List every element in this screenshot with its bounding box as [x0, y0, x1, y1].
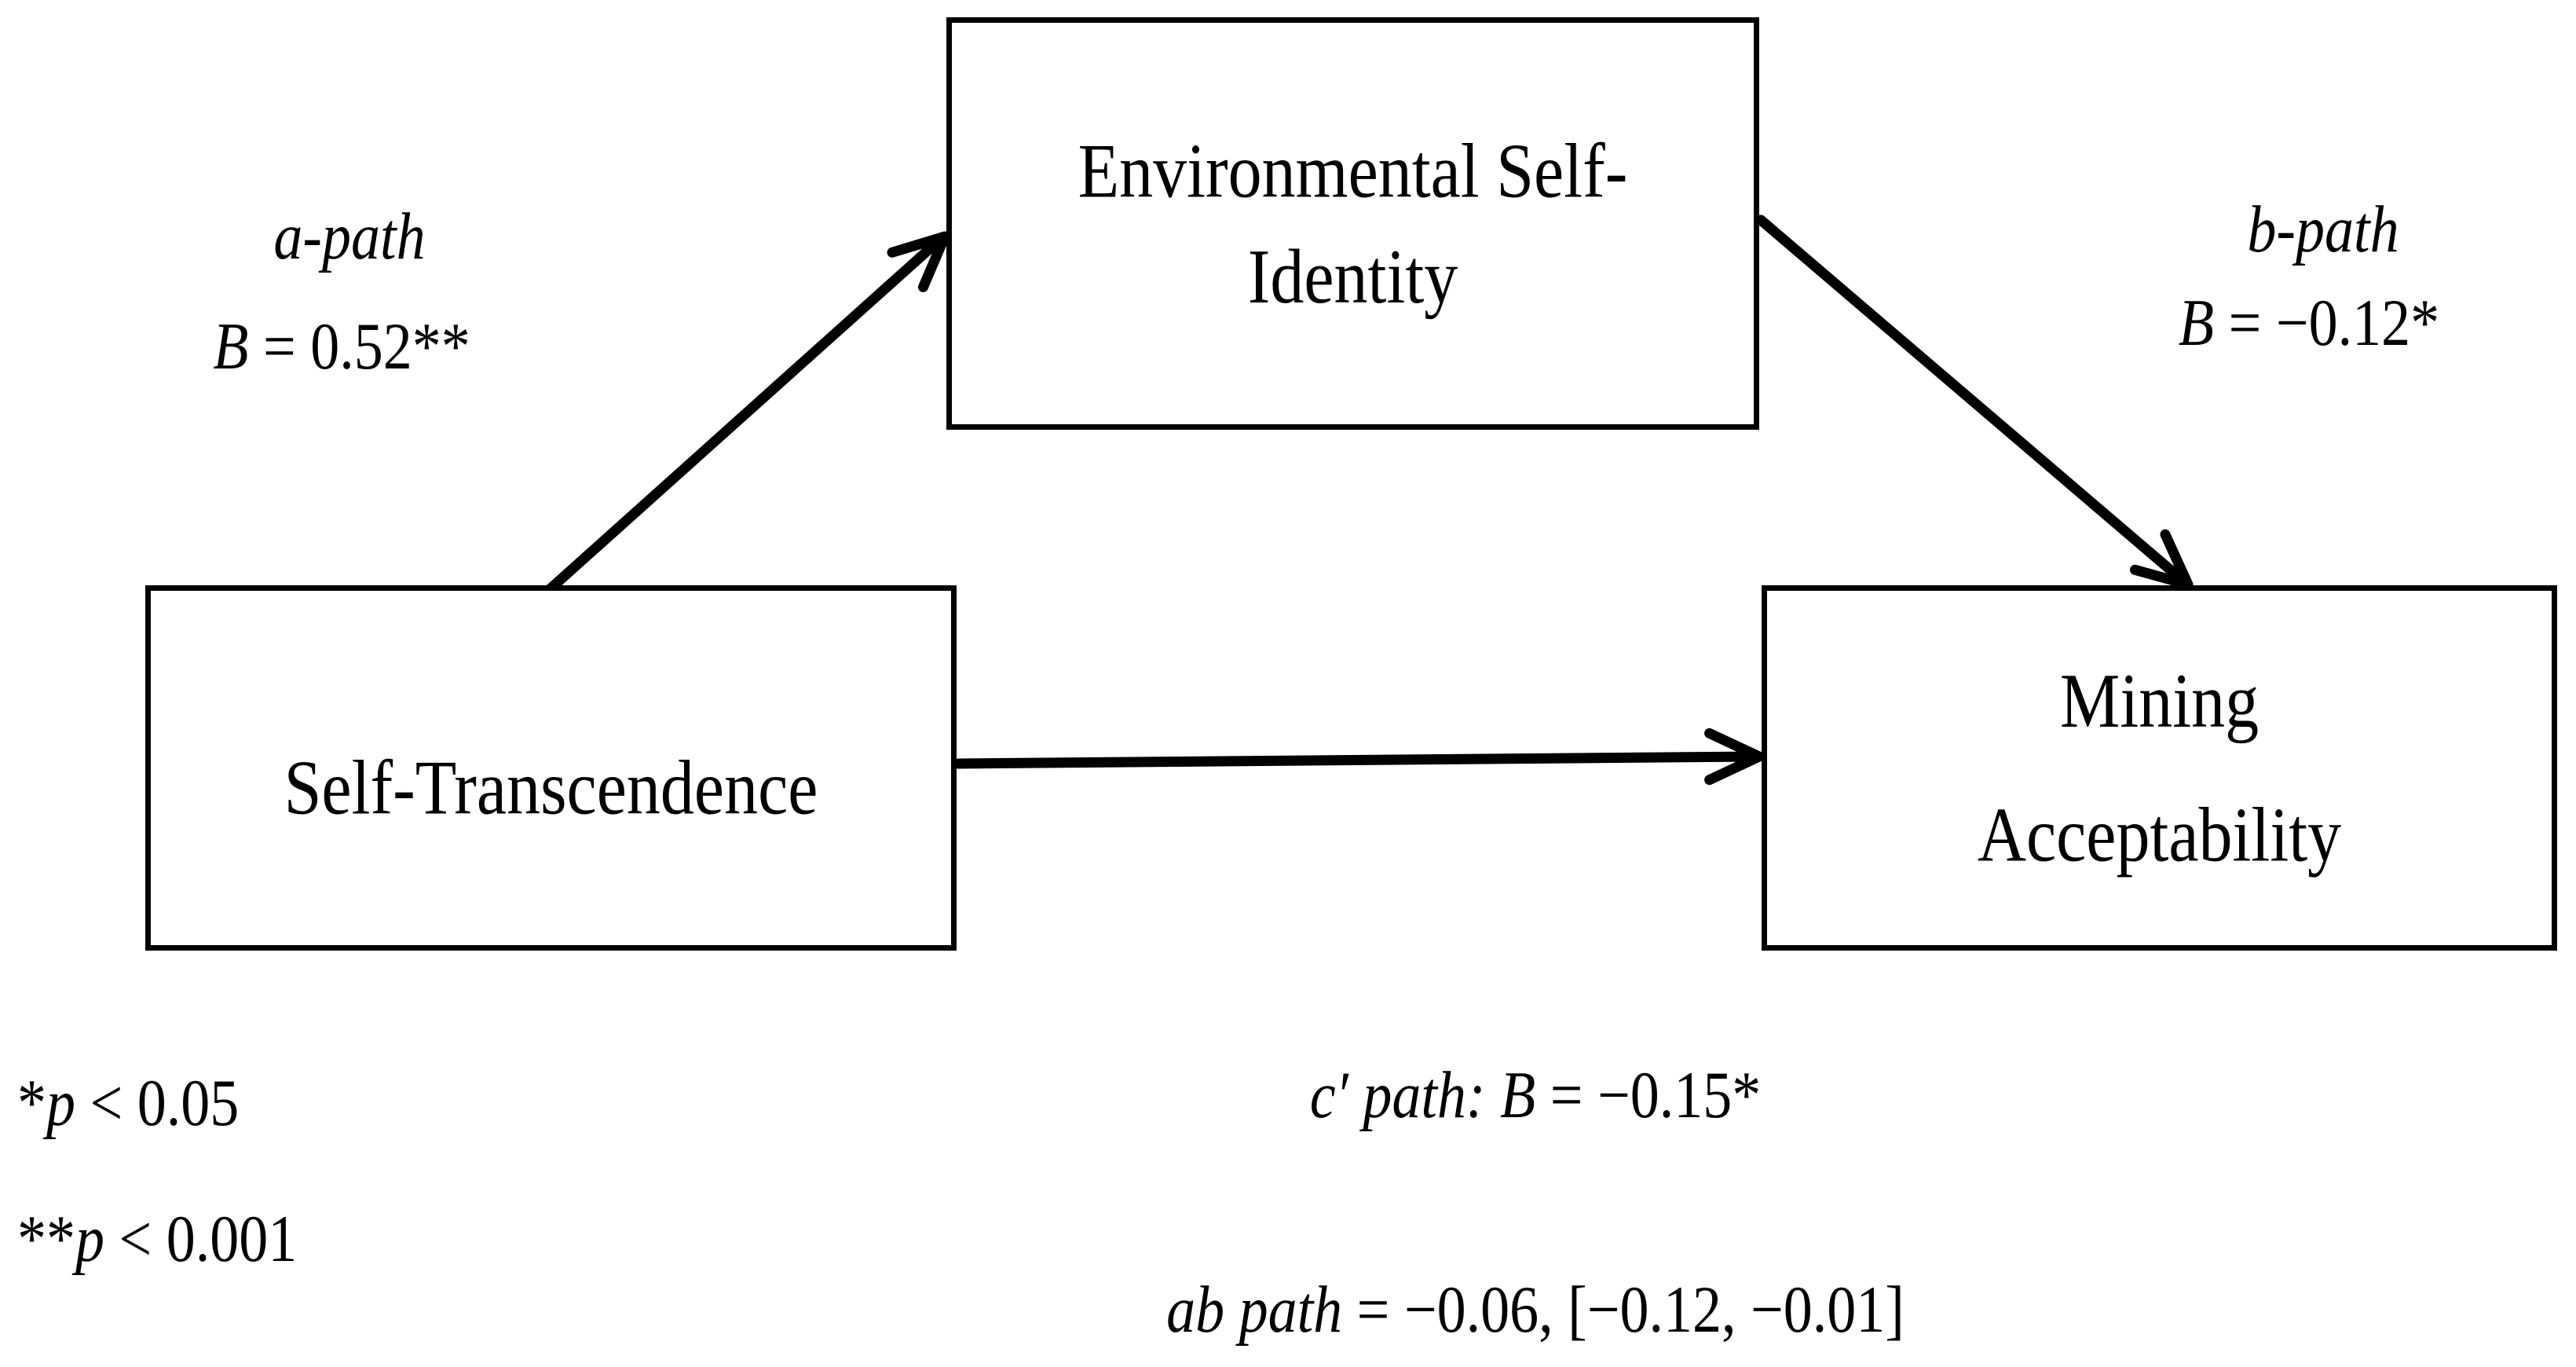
- sig1-stars: *: [17, 1066, 46, 1141]
- outcome-box-label: Mining Acceptability: [1978, 634, 2341, 901]
- significance-note-1: *p < 0.05: [17, 1065, 239, 1142]
- sig2-p-symbol: p: [75, 1202, 104, 1277]
- mediator-box-label: Environmental Self- Identity: [1078, 118, 1628, 329]
- sig2-threshold: < 0.001: [104, 1202, 298, 1277]
- ab-path-label: ab path = −0.06, [−0.12, −0.01]: [1166, 1272, 1905, 1349]
- b-path-name-label: b-path: [2247, 192, 2399, 267]
- b-path-arrow-shaft: [1755, 214, 2191, 588]
- mediator-box: Environmental Self- Identity: [946, 17, 1759, 430]
- c-prime-value: = −0.15*: [1535, 1058, 1762, 1133]
- mediator-label-line1: Environmental Self-: [1078, 126, 1628, 214]
- a-coef-symbol: B: [213, 310, 249, 384]
- sig2-stars: **: [17, 1202, 75, 1277]
- outcome-box: Mining Acceptability: [1762, 585, 2557, 951]
- a-coef-value: = 0.52**: [248, 310, 470, 384]
- b-path-coefficient-label: B = −0.12*: [2179, 285, 2439, 362]
- c-prime-path-label: c′ path: B = −0.15*: [1310, 1057, 1761, 1134]
- b-coef-symbol: B: [2178, 286, 2215, 361]
- ab-value: = −0.06, [−0.12, −0.01]: [1342, 1273, 1905, 1347]
- mediator-label-line2: Identity: [1247, 233, 1458, 320]
- predictor-label-line1: Self-Transcendence: [284, 743, 818, 831]
- predictor-box: Self-Transcendence: [145, 585, 957, 951]
- b-coef-value: = −0.12*: [2214, 286, 2440, 361]
- a-path-arrowhead: [887, 231, 950, 292]
- c-prime-symbol: c′ path: B: [1309, 1058, 1536, 1133]
- sig1-p-symbol: p: [46, 1066, 75, 1141]
- ab-symbol: ab path: [1166, 1273, 1343, 1347]
- predictor-box-label: Self-Transcendence: [284, 735, 818, 840]
- significance-note-2: **p < 0.001: [17, 1201, 297, 1278]
- c-path-arrow-shaft: [953, 751, 1762, 769]
- outcome-label-line2: Acceptability: [1977, 790, 2342, 878]
- sig1-threshold: < 0.05: [75, 1066, 240, 1141]
- a-path-name-label: a-path: [273, 200, 426, 274]
- b-path-arrowhead: [2130, 529, 2194, 590]
- a-path-coefficient-label: B = 0.52**: [213, 309, 470, 386]
- outcome-label-line1: Mining: [2059, 657, 2259, 744]
- c-path-arrowhead: [1704, 727, 1765, 786]
- a-path-arrow-shaft: [544, 233, 947, 595]
